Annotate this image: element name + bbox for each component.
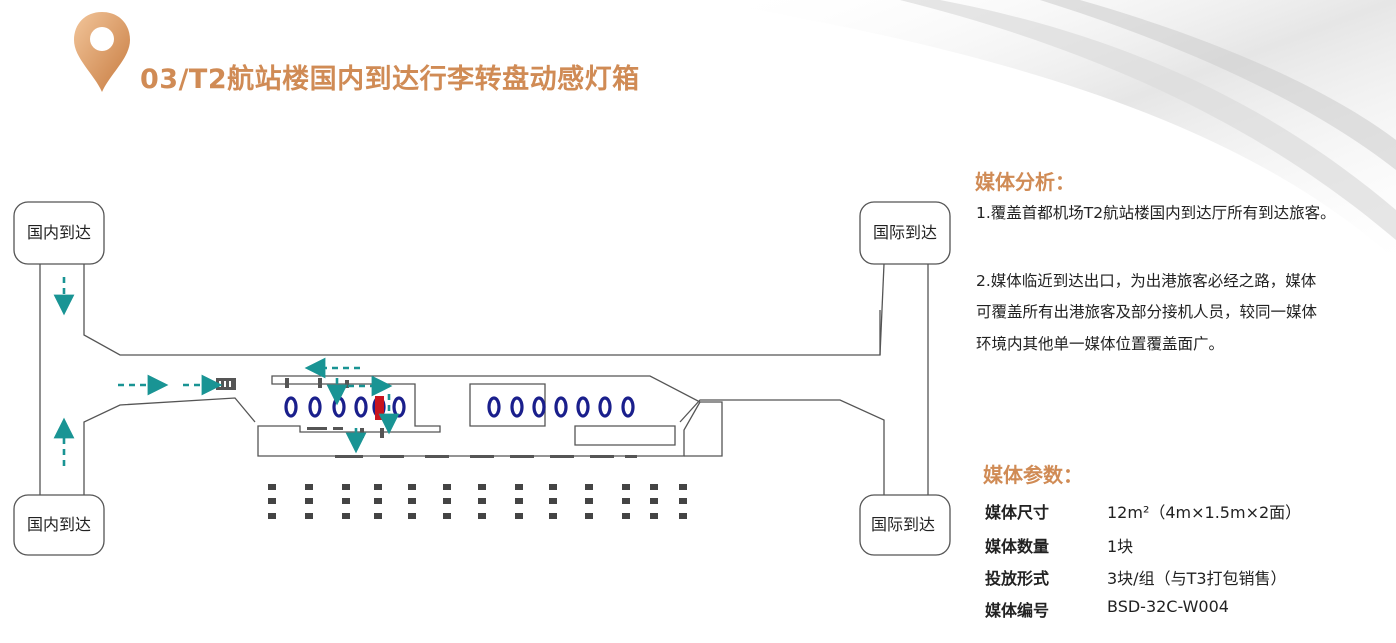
pillar-block xyxy=(679,498,687,504)
hall-label-bottom-left: 国内到达 xyxy=(27,515,91,534)
arrival-hall-top-right xyxy=(859,201,951,265)
params-heading: 媒体参数： xyxy=(983,463,1083,487)
pillar-block xyxy=(515,484,523,490)
baggage-carousel xyxy=(621,396,635,418)
pillar-block xyxy=(478,484,486,490)
plan-wall xyxy=(83,397,256,495)
pillar-block xyxy=(342,484,350,490)
plan-wall xyxy=(879,263,885,356)
pillar-block xyxy=(305,513,313,519)
carousel-group-left xyxy=(284,396,406,418)
arrival-hall-bottom-left xyxy=(13,494,105,556)
pillar-block xyxy=(408,484,416,490)
pillar-block xyxy=(408,498,416,504)
pillar-block xyxy=(374,484,382,490)
pillar-block xyxy=(443,498,451,504)
param-key-quantity: 媒体数量 xyxy=(985,537,1050,556)
param-value-code: BSD-32C-W004 xyxy=(1107,597,1229,616)
pillar-block xyxy=(585,498,593,504)
pillar-block xyxy=(515,513,523,519)
arrival-hall-top-left xyxy=(13,201,105,265)
baggage-zone xyxy=(574,425,676,446)
pillar-block xyxy=(305,484,313,490)
hall-label-top-right: 国际到达 xyxy=(873,223,937,242)
baggage-carousel xyxy=(354,396,368,418)
pillar-block xyxy=(622,513,630,519)
pillar-block xyxy=(408,513,416,519)
pillar-block xyxy=(374,513,382,519)
baggage-zone xyxy=(469,383,546,427)
baggage-carousel xyxy=(532,396,546,418)
pillar-block xyxy=(342,498,350,504)
pillar-block xyxy=(549,513,557,519)
param-key-size: 媒体尺寸 xyxy=(985,503,1050,522)
pillar-block xyxy=(443,484,451,490)
pillar-block xyxy=(268,513,276,519)
pillar-block xyxy=(650,498,658,504)
pillar-block xyxy=(622,498,630,504)
analysis-para-2-line-2: 可覆盖所有出港旅客及部分接机人员，较同一媒体 xyxy=(976,303,1318,321)
carousel-group-right xyxy=(487,396,635,418)
baggage-carousel xyxy=(308,396,322,418)
arrival-hall-bottom-right xyxy=(859,494,951,556)
plan-wall xyxy=(684,401,723,457)
param-value-quantity: 1块 xyxy=(1107,537,1134,556)
analysis-para-2-line-3: 环境内其他单一媒体位置覆盖面广。 xyxy=(976,335,1225,353)
param-key-code: 媒体编号 xyxy=(985,601,1050,620)
pillar-block xyxy=(515,498,523,504)
pillar-block xyxy=(268,498,276,504)
baggage-carousel xyxy=(510,396,524,418)
baggage-carousel xyxy=(576,396,590,418)
location-pin-icon xyxy=(74,12,130,92)
pillar-block xyxy=(679,484,687,490)
hall-label-bottom-right: 国际到达 xyxy=(871,515,935,534)
baggage-carousel xyxy=(554,396,568,418)
pillar-block xyxy=(585,513,593,519)
pillar-block xyxy=(622,484,630,490)
pillar-block xyxy=(443,513,451,519)
baggage-carousel xyxy=(332,396,346,418)
pillar-block xyxy=(305,498,313,504)
param-key-format: 投放形式 xyxy=(985,569,1050,588)
pillar-block xyxy=(478,513,486,519)
baggage-carousel xyxy=(392,396,406,418)
gate-icon xyxy=(216,378,236,390)
pillar-block xyxy=(650,513,658,519)
hall-label-top-left: 国内到达 xyxy=(27,223,91,242)
param-value-size: 12m²（4m×1.5m×2面） xyxy=(1107,503,1302,522)
baggage-carousel xyxy=(487,396,501,418)
pillar-block xyxy=(268,484,276,490)
pillar-block xyxy=(374,498,382,504)
analysis-para-1: 1.覆盖首都机场T2航站楼国内到达厅所有到达旅客。 xyxy=(976,204,1336,222)
pillar-block xyxy=(478,498,486,504)
baggage-carousel xyxy=(284,396,298,418)
pillar-block xyxy=(679,513,687,519)
pillar-block xyxy=(549,498,557,504)
pillar-block xyxy=(549,484,557,490)
plan-wall xyxy=(83,264,881,356)
pillar-block xyxy=(585,484,593,490)
baggage-carousel xyxy=(598,396,612,418)
pillar-grid xyxy=(268,484,687,519)
pillar-block xyxy=(342,513,350,519)
analysis-heading: 媒体分析： xyxy=(975,170,1075,194)
pillar-block xyxy=(650,484,658,490)
plan-wall xyxy=(679,399,885,495)
param-value-format: 3块/组（与T3打包销售） xyxy=(1107,569,1287,588)
media-lightbox-marker xyxy=(375,396,384,420)
analysis-para-2-line-1: 2.媒体临近到达出口，为出港旅客必经之路，媒体 xyxy=(976,272,1317,290)
page-title: 03/T2航站楼国内到达行李转盘动感灯箱 xyxy=(140,64,640,95)
baggage-hall xyxy=(257,375,701,457)
